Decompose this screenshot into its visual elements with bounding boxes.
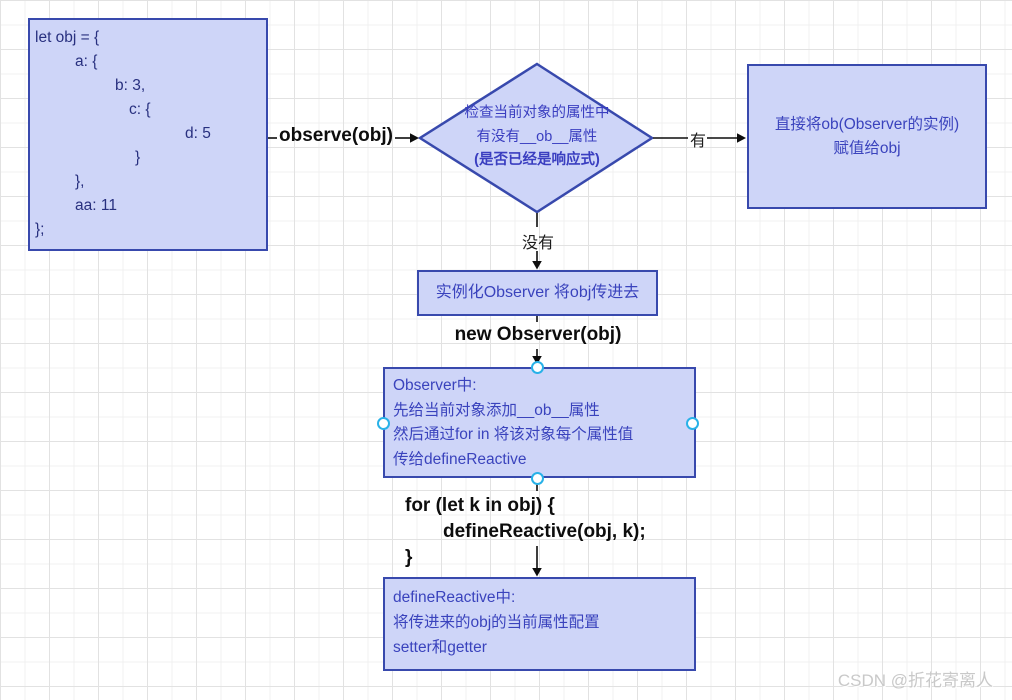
arrowhead-into-observer-box <box>532 356 542 365</box>
edge-label-yes[interactable]: 有 <box>689 133 706 150</box>
edge-label-no[interactable]: 没有 <box>521 235 554 252</box>
node-line: 赋值给obj <box>833 139 901 157</box>
decision-diamond-text: 检查当前对象的属性中 有没有__ob__属性 (是否已经是响应式) <box>425 102 649 173</box>
node-line: Observer中: <box>393 377 477 394</box>
csdn-watermark: CSDN @折花寄离人 <box>837 671 993 690</box>
connection-handle-top[interactable] <box>530 360 544 374</box>
for-loop-line: for (let k in obj) { <box>405 495 555 516</box>
connection-handle-bottom[interactable] <box>530 471 544 485</box>
connection-handle-left[interactable] <box>376 416 390 430</box>
arrowhead-into-instantiate-box <box>532 261 542 270</box>
arrowhead-into-assign-box <box>737 133 746 143</box>
label-for-loop[interactable]: for (let k in obj) { defineReactive(obj,… <box>405 493 646 571</box>
connection-handle-right[interactable] <box>685 416 699 430</box>
node-line: 然后通过for in 将该对象每个属性值 <box>393 426 634 443</box>
code-line: } <box>135 149 141 166</box>
decision-diamond-shape[interactable] <box>417 62 655 214</box>
arrowheads <box>410 133 746 577</box>
node-observer-detail[interactable]: Observer中: 先给当前对象添加__ob__属性 然后通过for in 将… <box>383 367 696 478</box>
node-line: setter和getter <box>393 639 487 656</box>
code-line: c: { <box>129 101 151 118</box>
code-line: aa: 11 <box>75 197 117 214</box>
node-definereactive-detail[interactable]: defineReactive中: 将传进来的obj的当前属性配置 setter和… <box>383 577 696 671</box>
node-assign-ob[interactable]: 直接将ob(Observer的实例) 赋值给obj <box>747 64 987 209</box>
code-line: }; <box>35 221 45 238</box>
edge-label-observe[interactable]: observe(obj) <box>278 125 394 146</box>
node-line: 将传进来的obj的当前属性配置 <box>393 614 600 631</box>
node-line: defineReactive中: <box>393 589 516 606</box>
diamond-line: (是否已经是响应式) <box>474 152 600 168</box>
node-line: 直接将ob(Observer的实例) <box>774 115 960 133</box>
node-instantiate-observer[interactable]: 实例化Observer 将obj传进去 <box>417 270 658 316</box>
for-loop-line: } <box>405 547 413 568</box>
label-new-observer[interactable]: new Observer(obj) <box>454 324 622 345</box>
node-line: 实例化Observer 将obj传进去 <box>435 284 640 301</box>
code-line: a: { <box>75 53 98 70</box>
code-line: }, <box>75 173 85 190</box>
diamond-line: 检查当前对象的属性中 <box>464 105 610 121</box>
arrowhead-into-definereactive-box <box>532 568 542 577</box>
diamond-line: 有没有__ob__属性 <box>476 128 598 145</box>
code-line: let obj = { <box>35 29 100 46</box>
node-line: 传给defineReactive <box>393 450 527 468</box>
arrowhead-into-diamond <box>410 133 419 143</box>
for-loop-line: defineReactive(obj, k); <box>443 521 646 542</box>
code-line: b: 3, <box>115 77 146 94</box>
node-source-object[interactable]: let obj = { a: { b: 3, c: { d: 5 } }, aa… <box>28 18 268 251</box>
node-line: 先给当前对象添加__ob__属性 <box>393 401 600 419</box>
code-line: d: 5 <box>185 125 211 142</box>
